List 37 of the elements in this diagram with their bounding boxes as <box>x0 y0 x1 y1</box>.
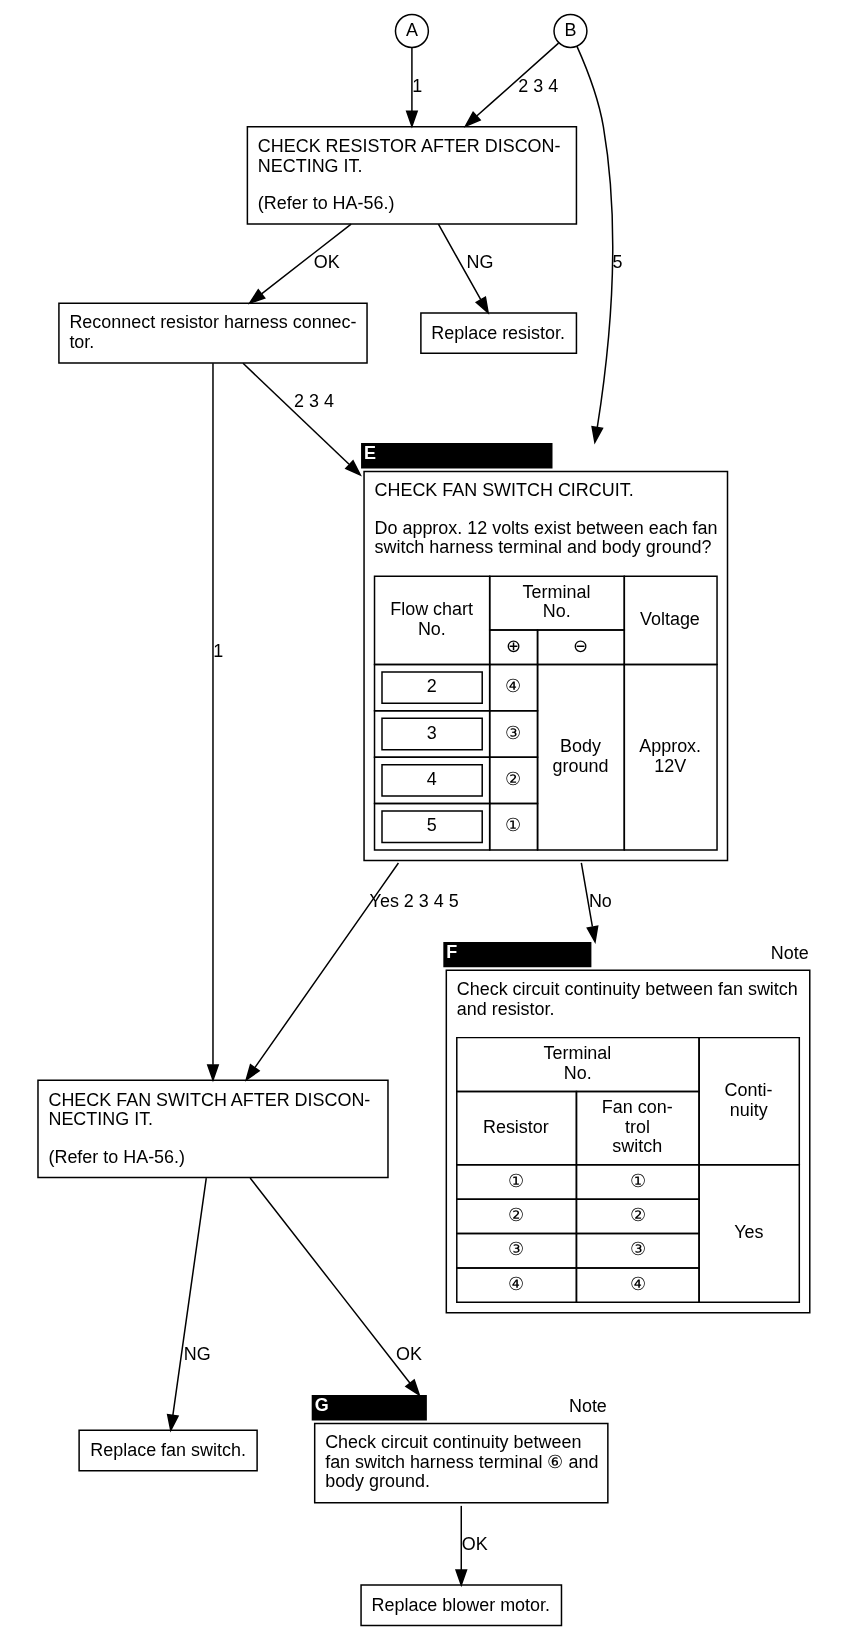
edge-label: OK <box>461 1534 488 1555</box>
node-label: E <box>363 442 376 463</box>
node-label: G <box>314 1394 329 1415</box>
arrow <box>244 862 399 1082</box>
arrow <box>405 46 418 129</box>
edge-label: No <box>588 890 612 911</box>
edge-label: 1 <box>411 75 422 96</box>
arrow <box>206 362 219 1083</box>
node-circle: B <box>552 13 588 49</box>
edge-label: NG <box>466 252 493 273</box>
arrow <box>248 1177 421 1397</box>
node-circle: A <box>394 13 429 49</box>
arrow <box>166 1177 207 1433</box>
edge-label: 1 <box>212 641 223 662</box>
edge-label: 2 3 4 <box>517 75 558 96</box>
edge-label: Yes 2 3 4 5 <box>369 890 459 911</box>
node-label: F <box>445 941 457 962</box>
edge-label: 5 <box>612 252 623 273</box>
edge-label: OK <box>395 1344 422 1365</box>
arrow <box>241 362 362 477</box>
node-label: Note <box>770 943 809 964</box>
node-box: Replace fan switch. <box>77 1429 258 1472</box>
arrow <box>437 223 489 315</box>
edge-label: 2 3 4 <box>293 391 334 412</box>
edge-label: NG <box>183 1344 211 1365</box>
arrow <box>580 862 599 945</box>
node-box: CHECK RESISTOR AFTER DISCON- NECTING IT. (Refer to HA-56.) <box>246 126 577 225</box>
node-box: Replace resistor. <box>419 312 577 355</box>
node-box: Replace blower motor. <box>359 1584 562 1627</box>
node-box: CHECK FAN SWITCH AFTER DISCON- NECTING IT. (Refer to HA-56.) <box>36 1079 389 1179</box>
edge-label: OK <box>313 252 340 273</box>
node-label: Note <box>568 1396 607 1417</box>
node-box: Reconnect resistor harness connec- tor. <box>57 302 368 364</box>
arrow <box>575 45 613 445</box>
arrow <box>454 1505 468 1588</box>
arrow <box>247 223 352 305</box>
arrow <box>463 42 559 128</box>
